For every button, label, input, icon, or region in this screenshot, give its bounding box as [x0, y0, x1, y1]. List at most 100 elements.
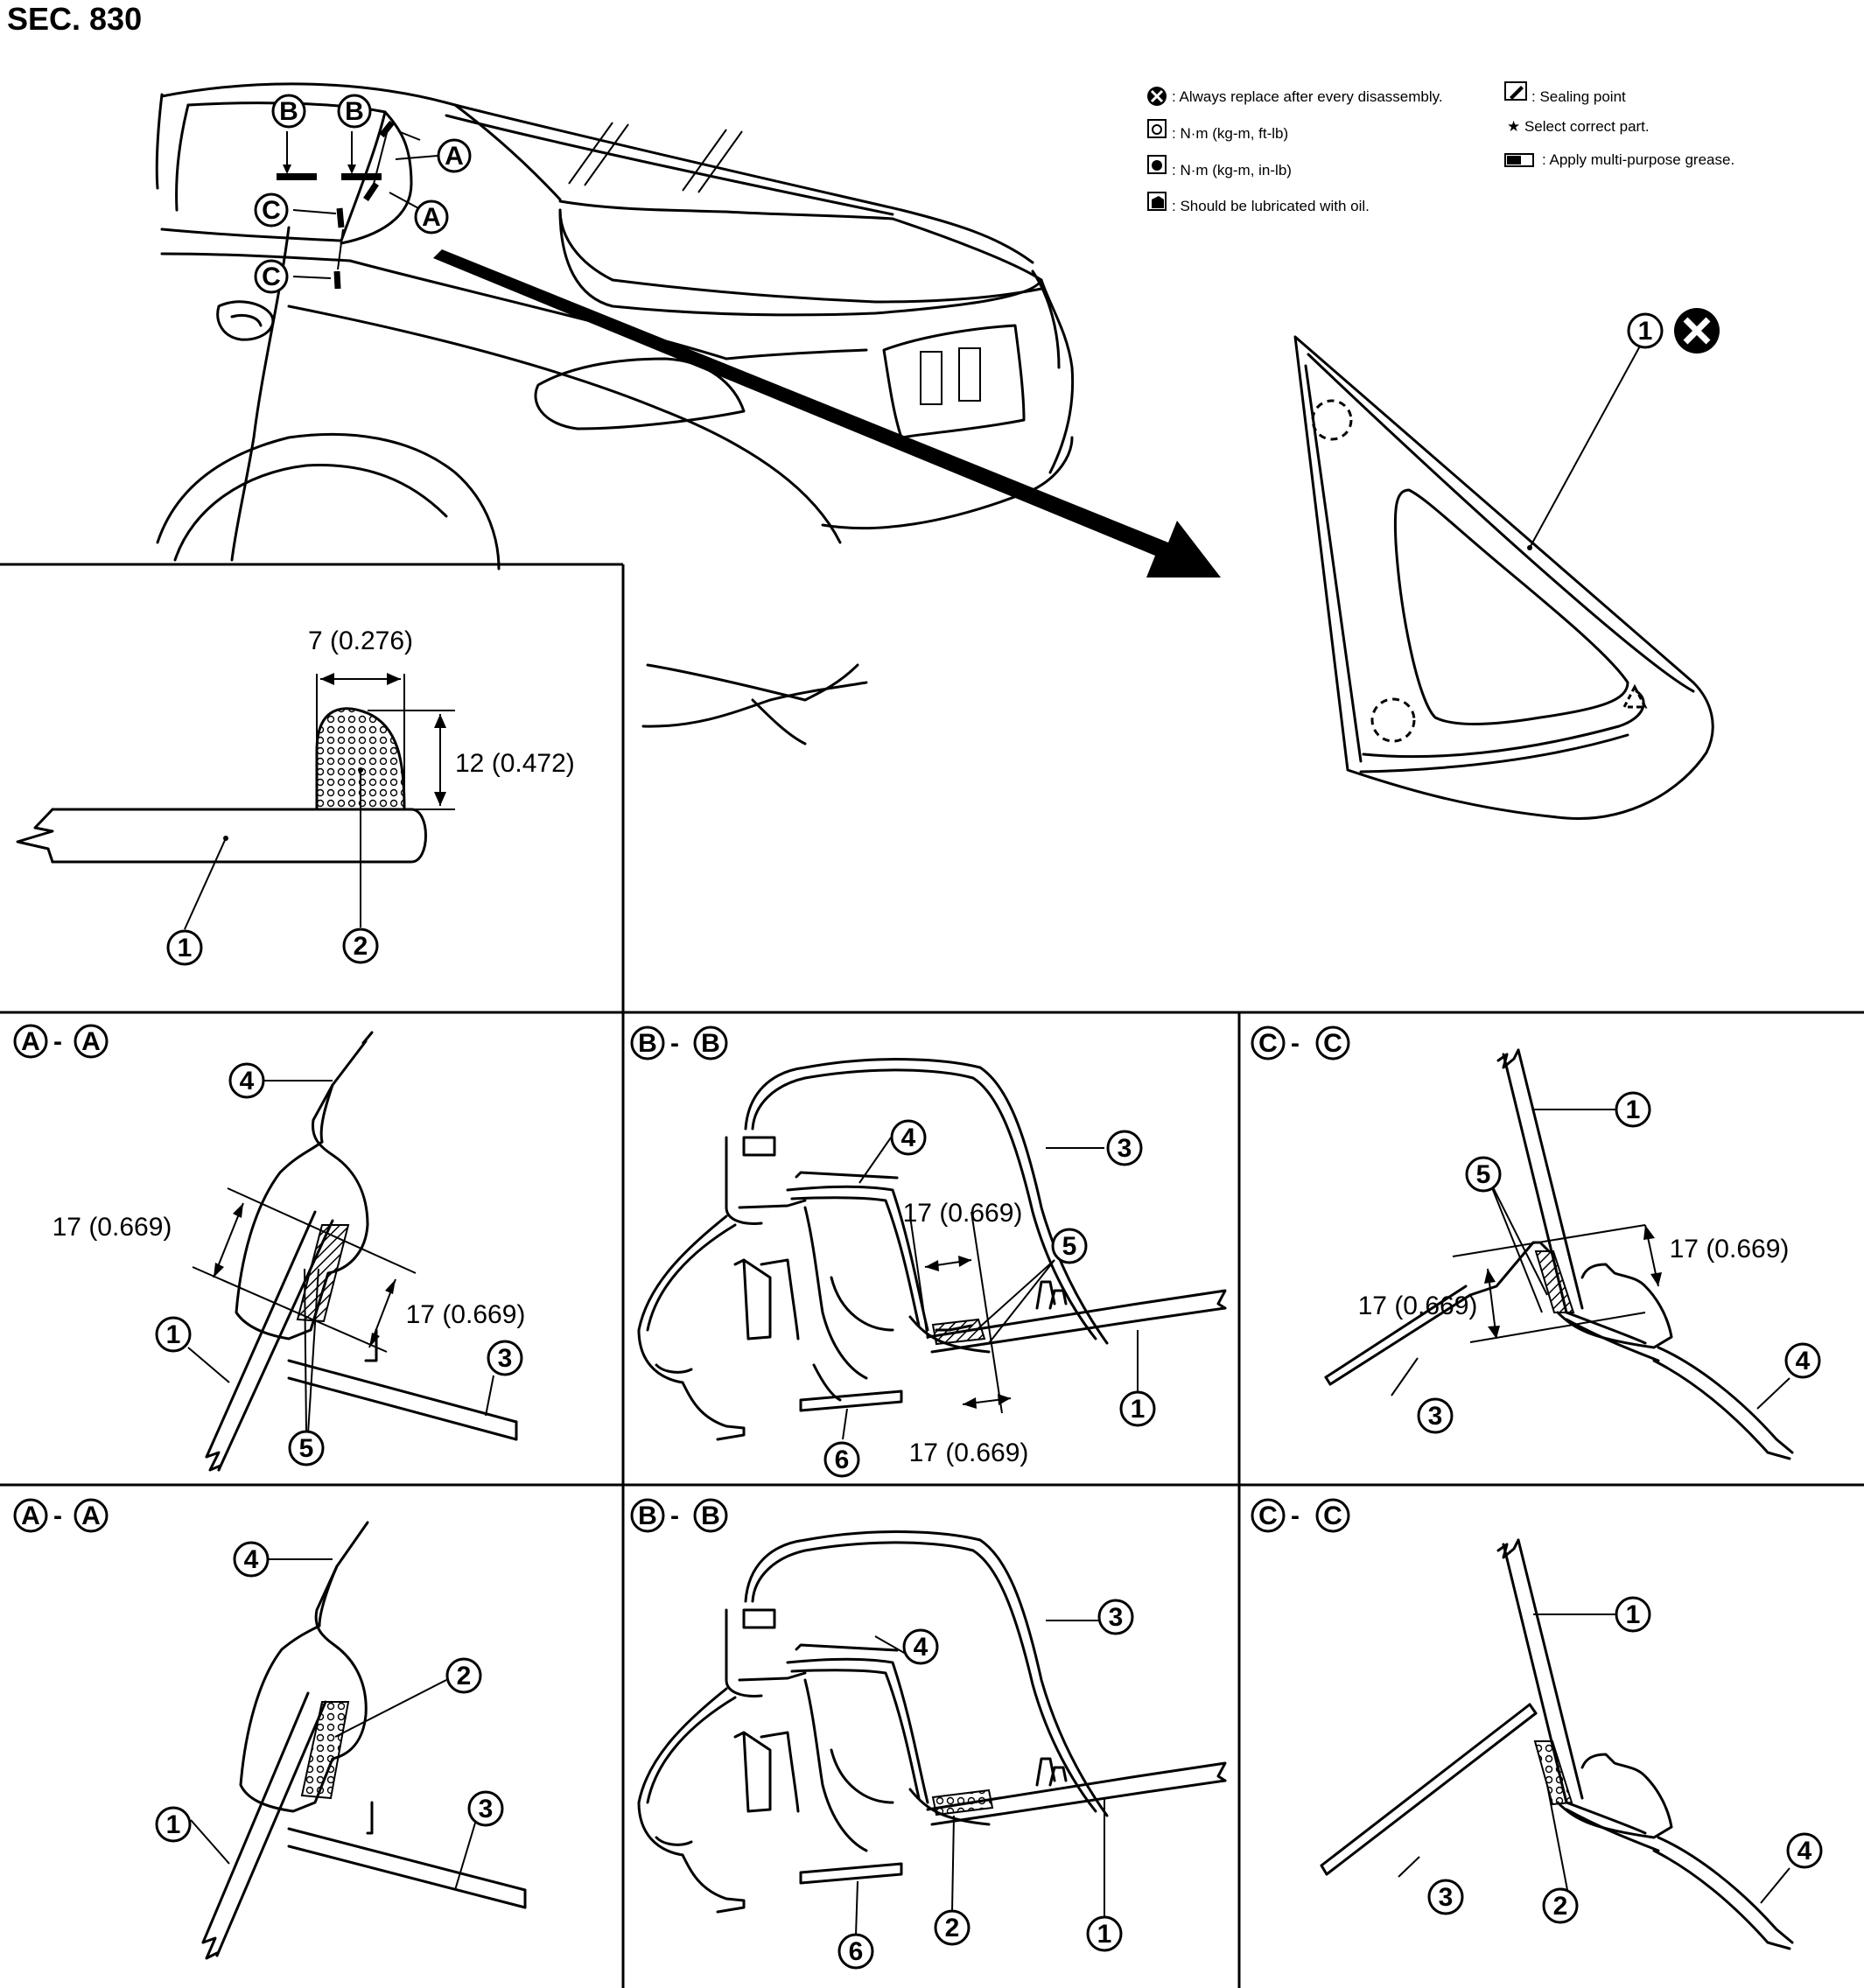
svg-text:3: 3	[1118, 1134, 1132, 1163]
svg-text:4: 4	[1797, 1837, 1812, 1866]
svg-text:3: 3	[479, 1795, 494, 1824]
section-A-A-lower: A - A 4 2 1 3	[13, 1498, 527, 1960]
svg-text:4: 4	[244, 1545, 259, 1574]
section-label-B-B-lower: B - B	[630, 1498, 728, 1533]
callout-2-AA-lower: 2	[445, 1657, 482, 1694]
svg-text:1: 1	[166, 1320, 181, 1349]
legend-text-grease: : Apply multi-purpose grease.	[1542, 151, 1734, 168]
callout-C-top: C	[254, 192, 289, 228]
callout-3-CC-lower: 3	[1427, 1879, 1464, 1915]
callout-1-AA-lower: 1	[155, 1806, 192, 1843]
svg-text:1: 1	[166, 1810, 181, 1839]
section-label-C-C-lower: C - C	[1251, 1498, 1350, 1533]
dim-width: 7 (0.276)	[308, 626, 413, 655]
svg-text:-: -	[670, 1502, 679, 1530]
svg-text:3: 3	[1109, 1603, 1124, 1632]
svg-text:B: B	[345, 97, 364, 126]
section-B-B-upper: B - B 17 (0.66	[630, 1026, 1227, 1478]
section-title: SEC. 830	[7, 1, 142, 37]
callout-3-AA-upper: 3	[487, 1340, 523, 1376]
panel-frames	[0, 563, 1864, 1988]
svg-text:4: 4	[240, 1067, 255, 1096]
callout-6-BB-upper: 6	[823, 1441, 860, 1478]
svg-text:B: B	[279, 97, 298, 126]
svg-text:6: 6	[835, 1446, 850, 1474]
section-markers: B B A A C C	[254, 94, 472, 294]
legend-text-torque-inlb: : N·m (kg-m, in-lb)	[1172, 162, 1292, 178]
svg-text:4: 4	[1796, 1347, 1811, 1376]
callout-A-bottom: A	[414, 200, 449, 234]
replace-icon	[1147, 87, 1167, 106]
svg-text:B: B	[701, 1029, 720, 1058]
section-A-A-upper: A - A 17 (0.669) 17 (0.669) 4 1 3 5	[13, 1024, 525, 1472]
callout-4-BB-lower: 4	[902, 1628, 939, 1665]
svg-text:B: B	[638, 1029, 657, 1058]
svg-text:3: 3	[498, 1344, 513, 1373]
callout-3-AA-lower: 3	[467, 1790, 504, 1827]
oil-can-icon	[1147, 192, 1167, 211]
svg-text:-: -	[1291, 1029, 1300, 1058]
torque-ftlb-icon	[1147, 119, 1167, 138]
callout-6-BB-lower: 6	[837, 1933, 874, 1970]
replace-icon	[1674, 308, 1720, 354]
legend-text-star: ★ Select correct part.	[1507, 118, 1650, 135]
callout-1-glass: 1	[1627, 312, 1664, 349]
svg-text:6: 6	[849, 1937, 864, 1966]
callout-4-CC-lower: 4	[1786, 1832, 1823, 1869]
callout-4-CC-upper: 4	[1784, 1342, 1821, 1379]
callout-1-CC-lower: 1	[1615, 1596, 1651, 1633]
svg-text:5: 5	[299, 1434, 314, 1463]
car-rear-view	[155, 82, 1221, 746]
svg-text:A: A	[21, 1027, 40, 1056]
callout-B-right: B	[337, 94, 372, 129]
svg-text:-: -	[53, 1027, 62, 1056]
quarter-glass: 1	[1293, 308, 1720, 820]
callout-5-CC-upper: 5	[1465, 1156, 1502, 1193]
svg-text:5: 5	[1062, 1232, 1077, 1261]
svg-text:4: 4	[914, 1633, 928, 1662]
callout-4-AA-lower: 4	[233, 1541, 270, 1578]
legend-text-replace: : Always replace after every disassembly…	[1172, 88, 1443, 105]
callout-A-top: A	[437, 138, 472, 173]
svg-text:3: 3	[1428, 1402, 1443, 1431]
legend: : Always replace after every disassembly…	[1147, 81, 1734, 214]
svg-text:2: 2	[457, 1662, 472, 1690]
svg-text:A: A	[81, 1502, 101, 1530]
svg-text:-: -	[1291, 1502, 1300, 1530]
svg-text:1: 1	[1626, 1096, 1641, 1124]
callout-3-BB-upper: 3	[1106, 1130, 1143, 1166]
svg-text:C: C	[1323, 1029, 1342, 1058]
svg-text:5: 5	[1476, 1160, 1491, 1189]
section-label-A-A-upper: A - A	[13, 1024, 109, 1059]
callout-C-bottom: C	[254, 259, 289, 294]
section-B-B-lower: B - B 4 3 1 2 6	[630, 1498, 1227, 1970]
svg-text:2: 2	[354, 932, 368, 961]
torque-inlb-icon	[1147, 155, 1167, 174]
svg-text:1: 1	[1097, 1920, 1112, 1949]
dim-seal-CC-2: 17 (0.669)	[1670, 1235, 1790, 1264]
callout-1-BB-lower: 1	[1086, 1915, 1123, 1952]
svg-text:A: A	[422, 203, 441, 232]
section-label-A-A-lower: A - A	[13, 1498, 109, 1533]
callout-4-AA-upper: 4	[228, 1062, 265, 1099]
dim-seal-AA-1: 17 (0.669)	[53, 1213, 172, 1242]
legend-text-oil: : Should be lubricated with oil.	[1172, 198, 1370, 214]
svg-text:C: C	[262, 262, 281, 291]
svg-text:B: B	[638, 1502, 657, 1530]
svg-text:1: 1	[178, 934, 193, 962]
callout-2-bead: 2	[342, 928, 379, 964]
callout-1-AA-upper: 1	[155, 1316, 192, 1353]
svg-text:1: 1	[1131, 1395, 1146, 1424]
svg-text:4: 4	[901, 1124, 916, 1152]
svg-text:A: A	[445, 142, 464, 171]
svg-text:C: C	[1323, 1502, 1342, 1530]
callout-3-BB-lower: 3	[1097, 1599, 1134, 1635]
svg-text:C: C	[262, 196, 281, 225]
callout-3-CC-upper: 3	[1417, 1397, 1454, 1434]
section-C-C-upper: C - C 17 (0.669) 17 (0.669) 1 5 3	[1251, 1026, 1821, 1460]
callout-1-bead: 1	[166, 929, 203, 966]
dim-seal-BB-1: 17 (0.669)	[903, 1199, 1023, 1228]
callout-2-CC-lower: 2	[1542, 1887, 1579, 1924]
bead-detail: 7 (0.276) 12 (0.472) 1 2	[16, 626, 575, 966]
